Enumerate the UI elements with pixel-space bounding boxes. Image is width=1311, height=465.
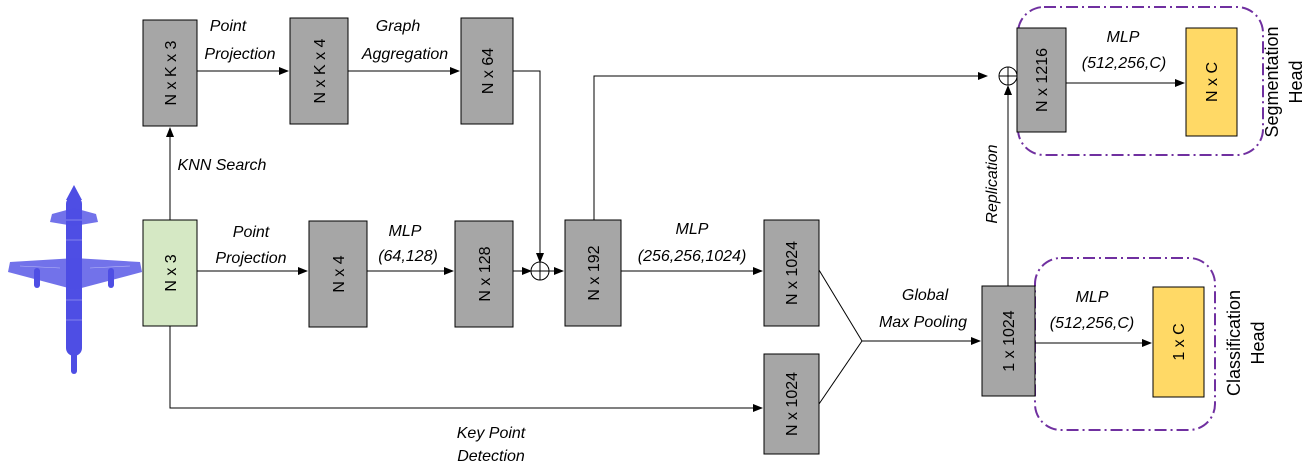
line-bottom-to-pool [818,340,863,405]
label-key-point-detection-2: Detection [457,448,525,465]
arrow-skip-to-seg-concat [593,72,988,220]
label-graph-aggregation-2: Aggregation [361,46,448,63]
node-global: 1 x 1024 [981,285,1036,397]
node-n4-label: N x 4 [331,255,348,292]
connector-lines [166,67,1185,412]
node-n192: N x 192 [564,219,622,327]
concat-symbol-mid [530,261,550,281]
concat-symbol-seg [998,66,1018,86]
node-nk3-label: N x K x 3 [163,40,180,105]
label-mlp-seg-2: (512,256,C) [1082,55,1167,72]
arrow-key-point-detection [169,326,763,412]
node-n1024-bottom: N x 1024 [763,353,820,455]
label-mlp1-2: (64,128) [378,248,438,265]
airplane-texture [19,219,131,321]
node-nk4-label: N x K x 4 [312,38,329,103]
node-n1024-bottom-label: N x 1024 [784,372,801,436]
label-mlp2-1: MLP [676,221,709,238]
label-mlp-cls-1: MLP [1076,289,1109,306]
node-n64: N x 64 [460,17,514,125]
node-global-label: 1 x 1024 [1001,310,1018,371]
airplane-point-cloud-image [8,185,142,374]
label-classification-head: Head [1248,321,1268,364]
label-global-max-pooling-1: Global [902,287,949,304]
label-mlp-seg-1: MLP [1107,29,1140,46]
node-n1024-top: N x 1024 [763,219,820,327]
label-mlp2-2: (256,256,1024) [638,248,747,265]
node-n1216: N x 1216 [1016,27,1067,133]
label-global-max-pooling-2: Max Pooling [879,314,967,331]
label-graph-aggregation-1: Graph [376,18,421,35]
node-nk4: N x K x 4 [289,17,349,125]
label-classification: Classification [1224,290,1244,396]
node-n192-label: N x 192 [586,245,603,300]
label-point-projection-mid-2: Projection [215,250,286,267]
node-n4: N x 4 [308,220,368,328]
label-point-projection-mid-1: Point [233,224,270,241]
node-nk3: N x K x 3 [142,19,198,127]
node-n1216-label: N x 1216 [1034,48,1051,112]
node-cls-output: 1 x C [1152,286,1205,398]
node-n128: N x 128 [454,220,514,328]
label-point-projection-top-2: Projection [204,46,275,63]
node-n128-label: N x 128 [477,246,494,301]
label-mlp1-1: MLP [389,223,422,240]
label-key-point-detection-1: Key Point [457,425,526,442]
label-point-projection-top-1: Point [210,18,247,35]
node-seg-output: N x C [1185,27,1238,137]
label-segmentation: Segmentation [1262,26,1282,137]
node-input: N x 3 [142,219,198,327]
node-n64-label: N x 64 [480,48,497,94]
node-cls-output-label: 1 x C [1171,323,1188,360]
node-n1024-top-label: N x 1024 [784,241,801,305]
arrow-graph-to-concat [513,70,544,263]
label-replication: Replication [984,144,1001,223]
node-seg-output-label: N x C [1204,62,1221,102]
label-mlp-cls-2: (512,256,C) [1050,315,1135,332]
label-segmentation-head: Head [1286,60,1306,103]
line-top-to-pool [818,269,863,342]
node-input-label: N x 3 [163,254,180,291]
label-knn-search: KNN Search [178,157,267,174]
segmentation-head-boundary [1017,6,1264,156]
